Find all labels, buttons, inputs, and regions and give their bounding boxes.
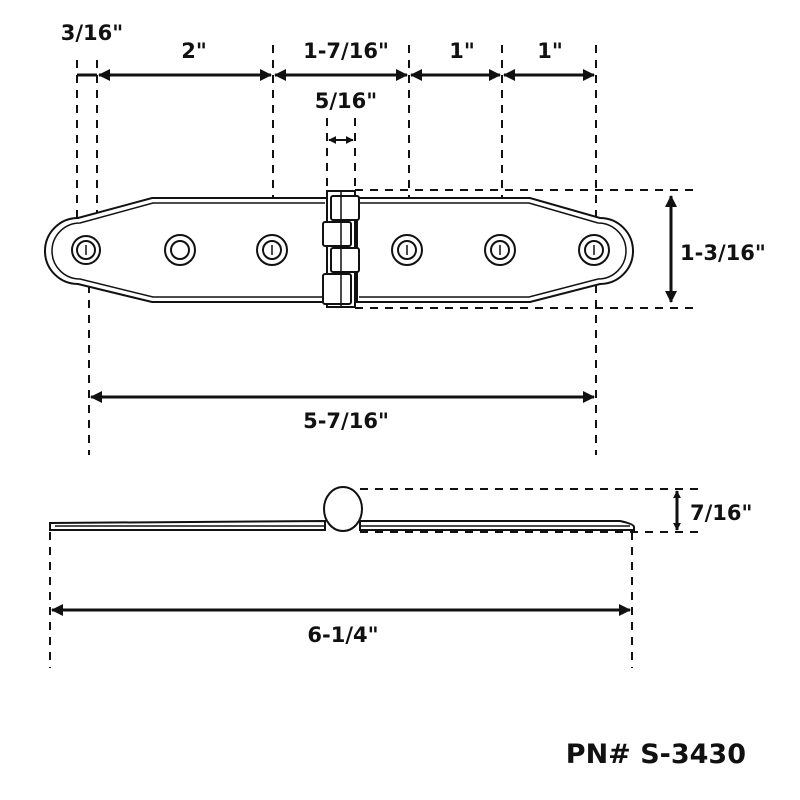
hinge-knuckle-profile xyxy=(323,486,363,532)
top-dimension-chain xyxy=(77,69,595,144)
hinge-plate xyxy=(44,190,634,308)
dim-label-5-16: 5/16" xyxy=(315,89,377,113)
dim-label-length: 6-1/4" xyxy=(307,623,378,647)
screw-hole xyxy=(164,234,196,266)
screw-hole xyxy=(71,235,101,265)
screw-hole xyxy=(256,234,288,266)
dim-label-thickness: 7/16" xyxy=(690,501,752,525)
top-view: 3/16" 2" 1-7/16" 1" 1" 5/16" xyxy=(44,21,766,455)
dim-label-height: 1-3/16" xyxy=(680,241,766,265)
top-extension-lines xyxy=(76,45,700,455)
dim-label-1-7-16: 1-7/16" xyxy=(303,39,389,63)
screw-hole xyxy=(391,234,423,266)
dim-label-1-second: 1" xyxy=(537,39,563,63)
hinge-side-profile xyxy=(49,486,635,532)
screw-hole xyxy=(484,234,516,266)
dim-label-overall-width: 5-7/16" xyxy=(303,409,389,433)
hinge-knuckle xyxy=(322,190,360,308)
dim-label-1-first: 1" xyxy=(449,39,475,63)
side-view: 7/16" 6-1/4" xyxy=(49,486,752,668)
dim-label-3-16: 3/16" xyxy=(61,21,123,45)
screw-hole xyxy=(578,234,610,266)
dim-label-2: 2" xyxy=(181,39,207,63)
part-number: PN# S-3430 xyxy=(566,739,746,770)
